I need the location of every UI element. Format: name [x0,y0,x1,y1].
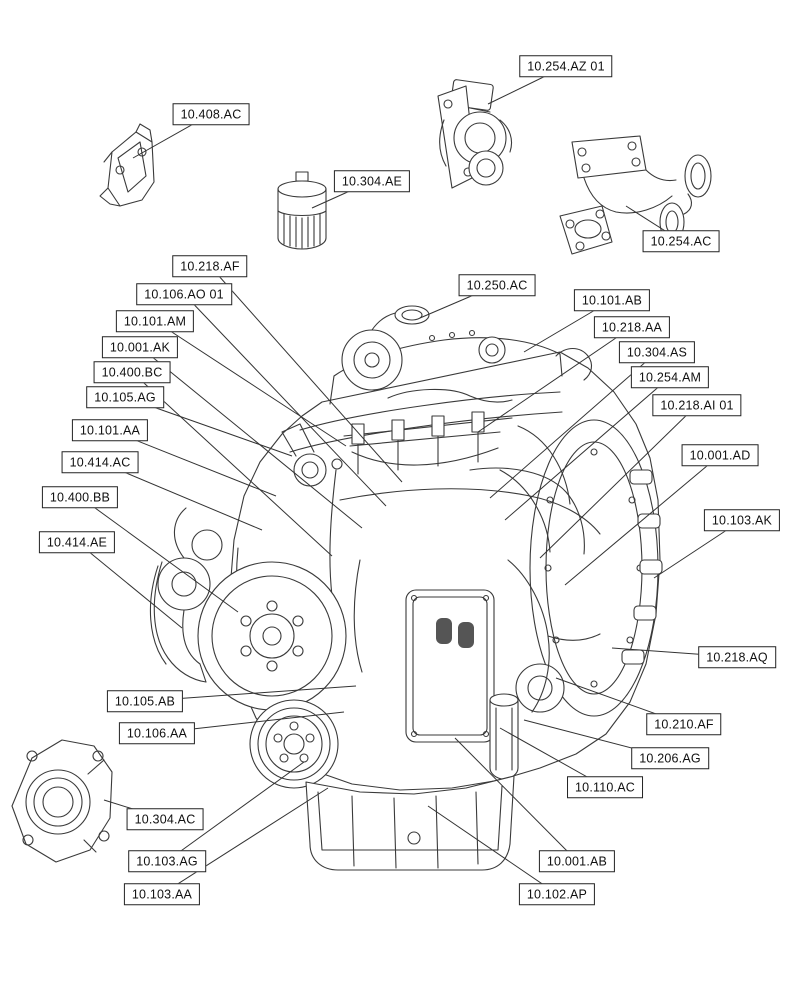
crank-pulley [249,699,339,789]
leader-line-10.400.BC [131,371,333,557]
part-label-10.210.AF[interactable]: 10.210.AF [646,713,722,735]
oil-filter-part [277,171,327,250]
belt-tensioner [149,507,223,683]
part-label-10.103.AA[interactable]: 10.103.AA [123,883,201,905]
part-label-10.001.AK[interactable]: 10.001.AK [101,336,179,358]
bracket-part [99,123,155,207]
starter-motor [515,663,565,713]
leader-line-10.218.AA [477,326,633,433]
leader-line-10.001.AB [454,737,578,862]
leader-line-10.254.AM [504,376,671,521]
leader-lines [76,65,743,895]
leader-line-10.218.AF [209,265,403,483]
leader-line-10.101.AA [109,429,277,497]
part-label-10.400.BC[interactable]: 10.400.BC [93,361,171,383]
leader-line-10.103.AA [161,787,329,895]
part-label-10.001.AD[interactable]: 10.001.AD [681,444,759,466]
part-label-10.304.AE[interactable]: 10.304.AE [333,170,411,192]
part-label-10.414.AC[interactable]: 10.414.AC [61,451,139,473]
part-label-10.105.AB[interactable]: 10.105.AB [106,690,184,712]
front-pulley [197,561,347,711]
oil-pan [305,775,515,871]
part-label-10.106.AA[interactable]: 10.106.AA [118,722,196,744]
leader-line-10.414.AC [99,461,263,531]
turbocharger [341,305,513,403]
part-label-10.218.AQ[interactable]: 10.218.AQ [698,646,776,668]
part-label-10.103.AK[interactable]: 10.103.AK [703,509,781,531]
leader-line-10.001.AD [564,454,721,586]
part-label-10.218.AF[interactable]: 10.218.AF [172,255,248,277]
oil-pump-part [11,739,113,863]
part-label-10.254.AZ-01[interactable]: 10.254.AZ 01 [519,55,613,77]
engine-illustration [11,79,712,871]
part-label-10.400.BB[interactable]: 10.400.BB [41,486,119,508]
injectors-fuel-rail [339,411,601,555]
leader-line-10.101.AM [154,320,347,447]
part-label-10.408.AC[interactable]: 10.408.AC [172,103,250,125]
leader-line-10.414.AE [76,541,183,629]
injection-pump [281,423,343,597]
leader-line-10.106.AO-01 [183,293,387,507]
leader-line-10.103.AG [166,761,305,862]
part-label-10.106.AO-01[interactable]: 10.106.AO 01 [136,283,232,305]
part-label-10.206.AG[interactable]: 10.206.AG [631,747,709,769]
leader-line-10.304.AS [489,351,658,499]
leader-line-10.218.AI-01 [539,404,698,559]
part-label-10.102.AP[interactable]: 10.102.AP [518,883,596,905]
part-label-10.110.AC[interactable]: 10.110.AC [567,776,643,798]
part-label-10.304.AC[interactable]: 10.304.AC [126,808,204,830]
part-label-10.103.AG[interactable]: 10.103.AG [128,850,206,872]
part-label-10.218.AI-01[interactable]: 10.218.AI 01 [652,394,742,416]
part-label-10.250.AC[interactable]: 10.250.AC [458,274,536,296]
part-label-10.101.AM[interactable]: 10.101.AM [115,310,195,332]
part-label-10.001.AB[interactable]: 10.001.AB [538,850,616,872]
part-label-10.304.AS[interactable]: 10.304.AS [618,341,696,363]
leader-line-10.001.AK [139,346,363,529]
leader-line-10.400.BB [79,496,239,613]
leader-line-10.102.AP [427,805,558,895]
wiring-harness [353,559,601,713]
solenoid-valve-part [437,79,513,189]
part-label-10.105.AG[interactable]: 10.105.AG [86,386,164,408]
part-label-10.101.AA[interactable]: 10.101.AA [71,419,149,441]
ecu-module [405,589,495,743]
part-label-10.254.AC[interactable]: 10.254.AC [642,230,720,252]
part-label-10.414.AE[interactable]: 10.414.AE [38,531,116,553]
part-label-10.218.AA[interactable]: 10.218.AA [593,316,671,338]
part-label-10.254.AM[interactable]: 10.254.AM [630,366,710,388]
part-label-10.101.AB[interactable]: 10.101.AB [573,289,651,311]
